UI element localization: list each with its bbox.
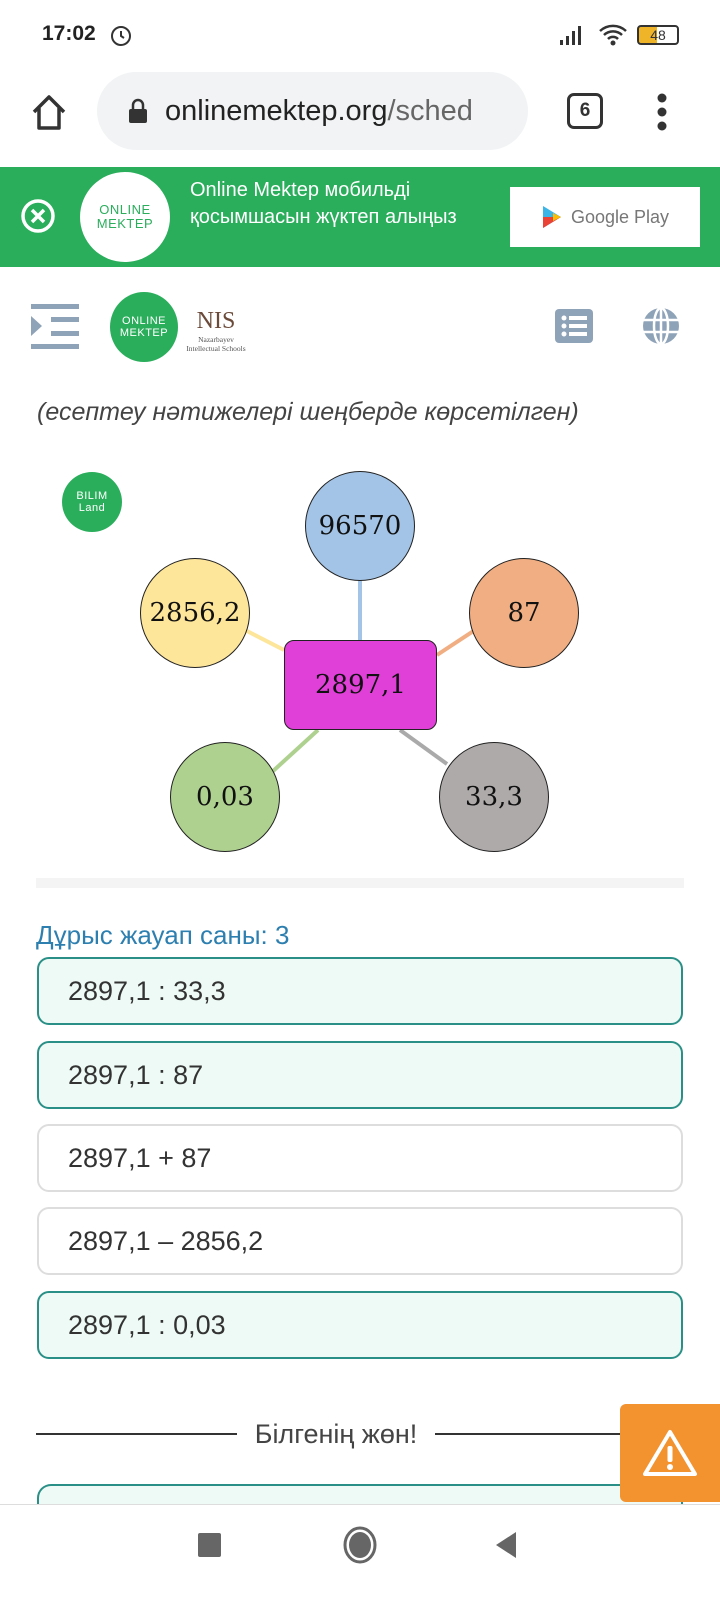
answer-option[interactable]: 2897,1 + 87 [37, 1124, 683, 1192]
banner-text: Online Mektep мобильді қосымшасын жүктеп… [190, 179, 457, 228]
recents-icon[interactable] [198, 1533, 221, 1557]
diagram-connectors [244, 580, 477, 774]
answer-option[interactable]: 2897,1 – 2856,2 [37, 1207, 683, 1275]
number-diagram: 96570 2856,2 87 0,03 33,3 2897,1 [140, 471, 579, 852]
diagram-caption: (есептеу нәтижелері шеңберде көрсетілген… [37, 398, 579, 426]
globe-icon[interactable] [642, 307, 680, 345]
warning-icon [643, 1430, 697, 1476]
node-right: 87 [469, 558, 579, 668]
node-bottom-right: 33,3 [439, 742, 549, 852]
did-you-know-heading: Білгенің жөн! [36, 1418, 636, 1450]
wifi-icon [599, 24, 627, 46]
node-left: 2856,2 [140, 558, 250, 668]
google-play-button[interactable]: Google Play [510, 187, 700, 247]
node-top: 96570 [305, 471, 415, 581]
clock: 17:02 [42, 22, 96, 45]
url-host: onlinemektep.org [165, 94, 388, 127]
battery-indicator: 48 [637, 25, 679, 45]
back-icon[interactable] [494, 1530, 518, 1560]
correct-answer-count: Дұрыс жауап саны: 3 [36, 920, 290, 950]
report-button[interactable] [620, 1404, 720, 1502]
answer-option[interactable]: 2897,1 : 0,03 [37, 1291, 683, 1359]
home-icon[interactable] [30, 92, 68, 132]
tab-switcher-button[interactable]: 6 [567, 93, 603, 129]
signal-icon [560, 26, 581, 45]
list-icon[interactable] [555, 309, 593, 343]
status-bar: 17:02 48 [0, 0, 720, 70]
menu-toggle-icon[interactable] [31, 304, 81, 350]
address-bar[interactable]: onlinemektep.org/sched [97, 72, 528, 150]
alarm-icon [111, 26, 131, 46]
url-path: /sched [387, 94, 473, 127]
google-play-icon [542, 206, 561, 228]
more-menu-icon[interactable] [655, 92, 669, 132]
lock-icon [129, 98, 147, 123]
node-center: 2897,1 [284, 640, 437, 730]
answer-option[interactable]: 2897,1 : 87 [37, 1041, 683, 1109]
node-bottom-left: 0,03 [170, 742, 280, 852]
home-nav-icon[interactable] [342, 1525, 378, 1565]
nis-logo: NIS Nazarbayev Intellectual Schools [186, 308, 246, 353]
divider [36, 878, 684, 888]
close-icon[interactable] [20, 198, 56, 234]
system-nav-bar [0, 1504, 720, 1600]
answer-option[interactable]: 2897,1 : 33,3 [37, 957, 683, 1025]
